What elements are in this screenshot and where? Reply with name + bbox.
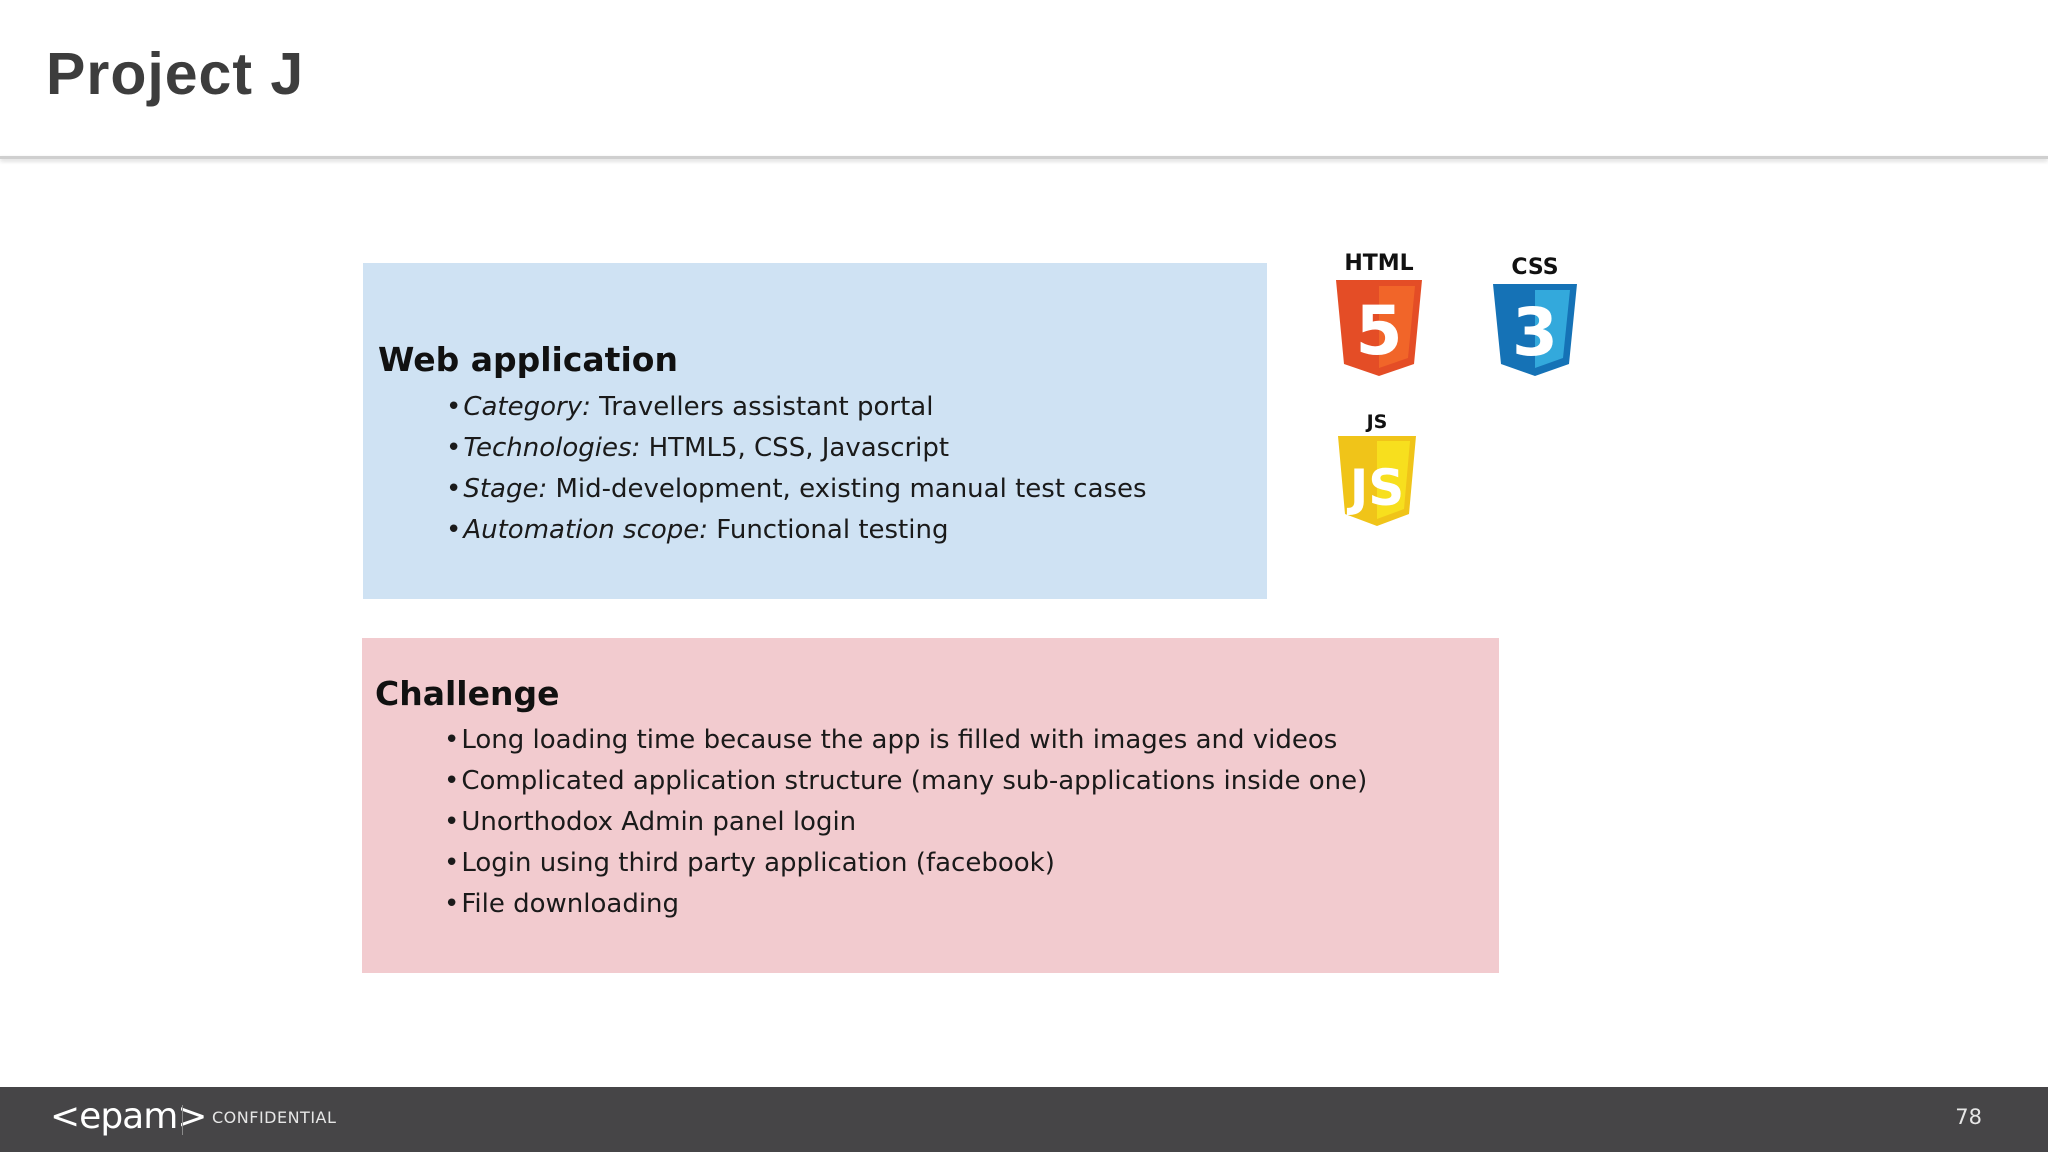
list-item: •Long loading time because the app is fi… — [444, 725, 1338, 755]
challenge-box: Challenge •Long loading time because the… — [362, 638, 1499, 973]
list-item: •File downloading — [444, 889, 680, 919]
html5-caption: HTML — [1344, 251, 1413, 276]
item-label: Automation scope: — [463, 515, 709, 545]
html5-glyph: 5 — [1355, 292, 1402, 371]
list-item: •Automation scope: Functional testing — [446, 515, 949, 545]
list-item: •Stage: Mid-development, existing manual… — [446, 474, 1147, 504]
header-divider — [0, 156, 2048, 159]
web-application-heading: Web application — [378, 340, 678, 379]
list-item: •Technologies: HTML5, CSS, Javascript — [446, 433, 950, 463]
list-item: •Unorthodox Admin panel login — [444, 807, 857, 837]
item-value: Functional testing — [708, 515, 949, 545]
item-label: Category: — [463, 392, 591, 422]
slide-header: Project J — [0, 0, 2048, 157]
item-label: Stage: — [463, 474, 548, 504]
item-value: Travellers assistant portal — [590, 392, 934, 422]
slide-footer: <epam> CONFIDENTIAL 78 — [0, 1087, 2048, 1152]
page-title: Project J — [46, 41, 305, 107]
challenge-heading: Challenge — [375, 674, 560, 713]
list-item: •Category: Travellers assistant portal — [446, 392, 934, 422]
javascript-caption: JS — [1365, 411, 1388, 433]
page-number: 78 — [1955, 1105, 1982, 1129]
web-application-box: Web application •Category: Travellers as… — [363, 263, 1267, 599]
list-item: •Login using third party application (fa… — [444, 848, 1055, 878]
html5-icon: HTML 5 — [1336, 251, 1422, 376]
javascript-icon: JS JS — [1338, 411, 1416, 526]
css3-glyph: 3 — [1512, 294, 1558, 371]
javascript-glyph: JS — [1347, 459, 1405, 517]
item-value: Mid-development, existing manual test ca… — [547, 474, 1147, 504]
web-application-list: •Category: Travellers assistant portal •… — [446, 387, 1147, 551]
epam-logo: <epam> — [50, 1096, 207, 1137]
css3-icon: CSS 3 — [1493, 255, 1577, 376]
confidential-label: CONFIDENTIAL — [212, 1108, 337, 1127]
challenge-list: •Long loading time because the app is fi… — [444, 720, 1367, 925]
css3-caption: CSS — [1511, 255, 1558, 280]
item-value: HTML5, CSS, Javascript — [640, 433, 950, 463]
list-item: •Complicated application structure (many… — [444, 766, 1368, 796]
footer-divider — [182, 1105, 183, 1135]
item-label: Technologies: — [463, 433, 641, 463]
